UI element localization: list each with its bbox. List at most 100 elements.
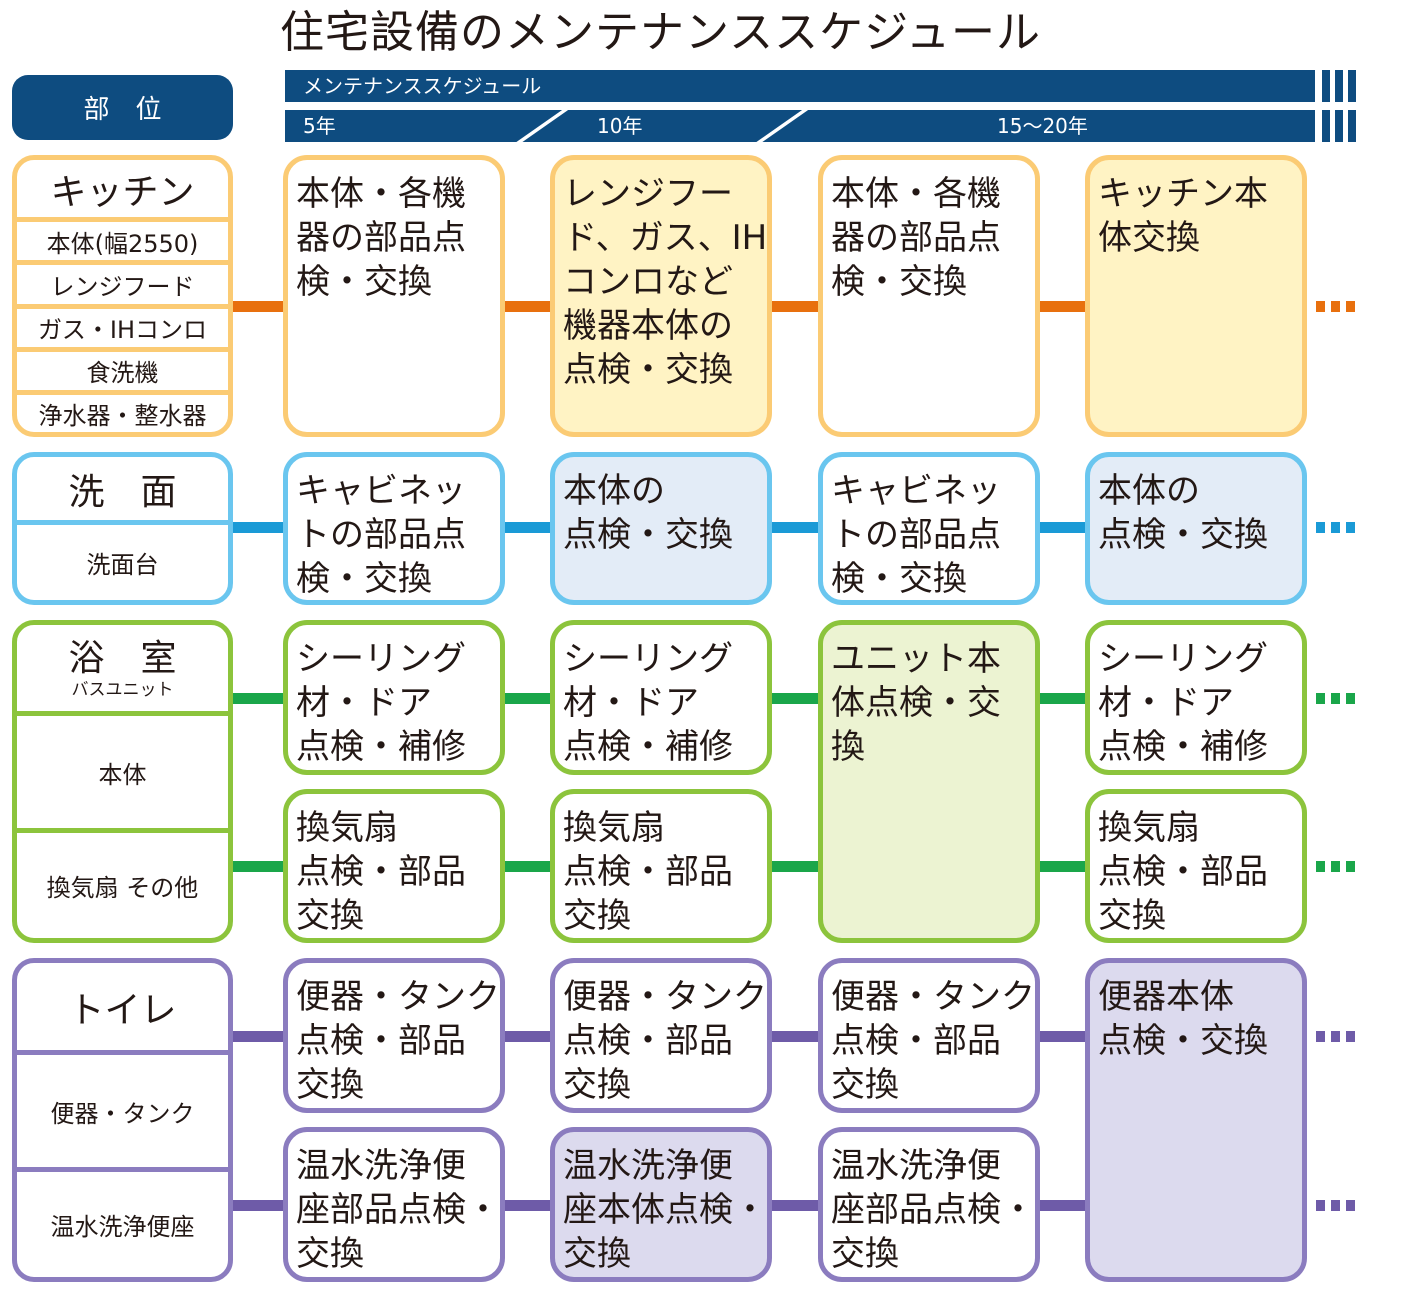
timeline-connector — [1040, 1200, 1085, 1211]
period-5: 5年 — [303, 114, 336, 138]
timeline-connector — [771, 861, 818, 872]
maintenance-task: 温水洗浄便 座本体点検・ 交換 — [550, 1127, 772, 1282]
period-15-20: 15〜20年 — [997, 114, 1088, 138]
continuation-dots — [1316, 1031, 1325, 1042]
component-item: 洗面台 — [17, 520, 228, 600]
maintenance-task: 温水洗浄便 座部品点検・ 交換 — [818, 1127, 1040, 1282]
timeline-connector — [233, 693, 283, 704]
continuation-dots — [1331, 861, 1340, 872]
timeline-connector — [1040, 693, 1085, 704]
maintenance-task: 換気扇 点検・部品 交換 — [283, 789, 505, 943]
component-item: 浄水器・整水器 — [17, 389, 228, 432]
maintenance-task: 本体の 点検・交換 — [1085, 452, 1307, 605]
component-item: 便器・タンク — [17, 1050, 228, 1167]
category-name: 浴 室 — [68, 638, 177, 679]
timeline-connector — [1040, 861, 1085, 872]
maintenance-task: キッチン本 体交換 — [1085, 155, 1307, 437]
component-item: 本体 — [17, 711, 228, 828]
maintenance-task: ユニット本 体点検・交 換 — [818, 620, 1040, 943]
maintenance-task: 便器本体 点検・交換 — [1085, 958, 1307, 1282]
maintenance-task: 本体の 点検・交換 — [550, 452, 772, 605]
component-item: 温水洗浄便座 — [17, 1167, 228, 1277]
continuation-dots — [1316, 301, 1325, 312]
part-header: 部 位 — [12, 75, 233, 140]
category-title: キッチン — [17, 160, 228, 217]
component-item: レンジフード — [17, 260, 228, 303]
continuation-stripe — [1348, 110, 1356, 142]
continuation-dots — [1316, 861, 1325, 872]
component-item: ガス・IHコンロ — [17, 303, 228, 347]
timeline-connector — [233, 522, 283, 533]
continuation-stripe — [1322, 70, 1330, 102]
continuation-dots — [1346, 861, 1355, 872]
maintenance-task: レンジフー ド、ガス、IH コンロなど 機器本体の 点検・交換 — [550, 155, 772, 437]
continuation-stripe — [1335, 70, 1343, 102]
timeline-connector — [771, 693, 818, 704]
continuation-dots — [1331, 1200, 1340, 1211]
maintenance-task: 便器・タンク 点検・部品 交換 — [550, 958, 772, 1113]
maintenance-task: 便器・タンク 点検・部品 交換 — [283, 958, 505, 1113]
maintenance-task: 便器・タンク 点検・部品 交換 — [818, 958, 1040, 1113]
maintenance-task: シーリング 材・ドア 点検・補修 — [283, 620, 505, 775]
timeline-connector — [504, 861, 550, 872]
timeline-connector — [504, 693, 550, 704]
category-name: トイレ — [68, 989, 177, 1031]
maintenance-task: 換気扇 点検・部品 交換 — [1085, 789, 1307, 943]
maintenance-task: キャビネッ トの部品点 検・交換 — [283, 452, 505, 605]
page-title: 住宅設備のメンテナンススケジュール — [280, 7, 1042, 58]
continuation-dots — [1346, 693, 1355, 704]
continuation-stripe — [1348, 70, 1356, 102]
category-name: 洗 面 — [68, 471, 177, 513]
continuation-dots — [1316, 693, 1325, 704]
schedule-bar: メンテナンススケジュール — [285, 70, 1315, 102]
component-item: 換気扇 その他 — [17, 828, 228, 938]
timeline-connector — [233, 1200, 283, 1211]
toilet-category: トイレ便器・タンク温水洗浄便座 — [12, 958, 233, 1282]
maintenance-task: シーリング 材・ドア 点検・補修 — [1085, 620, 1307, 775]
continuation-dots — [1346, 1031, 1355, 1042]
timeline-connector — [1040, 1031, 1085, 1042]
continuation-dots — [1316, 522, 1325, 533]
timeline-connector — [504, 1031, 550, 1042]
timeline-connector — [1040, 522, 1085, 533]
timeline-connector — [1040, 301, 1085, 312]
period-10: 10年 — [597, 114, 643, 138]
category-title: トイレ — [17, 963, 228, 1050]
continuation-dots — [1331, 522, 1340, 533]
schedule-label: メンテナンススケジュール — [303, 74, 542, 98]
continuation-dots — [1331, 693, 1340, 704]
continuation-dots — [1331, 301, 1340, 312]
continuation-dots — [1346, 1200, 1355, 1211]
maintenance-task: キャビネッ トの部品点 検・交換 — [818, 452, 1040, 605]
timeline-connector — [504, 301, 550, 312]
continuation-stripe — [1322, 110, 1330, 142]
continuation-dots — [1331, 1031, 1340, 1042]
timeline-connector — [233, 301, 283, 312]
category-subtitle: バスユニット — [71, 680, 174, 700]
timeline-connector — [771, 1200, 818, 1211]
category-name: キッチン — [50, 171, 195, 213]
maintenance-task: 温水洗浄便 座部品点検・ 交換 — [283, 1127, 505, 1282]
timeline-connector — [771, 522, 818, 533]
continuation-dots — [1346, 522, 1355, 533]
maintenance-task: 換気扇 点検・部品 交換 — [550, 789, 772, 943]
timeline-connector — [504, 522, 550, 533]
timeline-connector — [771, 301, 818, 312]
kitchen-category: キッチン本体(幅2550)レンジフードガス・IHコンロ食洗機浄水器・整水器 — [12, 155, 233, 437]
washroom-category: 洗 面洗面台 — [12, 452, 233, 605]
bathroom-category: 浴 室バスユニット本体換気扇 その他 — [12, 620, 233, 943]
maintenance-task: 本体・各機 器の部品点 検・交換 — [283, 155, 505, 437]
component-item: 本体(幅2550) — [17, 217, 228, 260]
continuation-stripe — [1335, 110, 1343, 142]
continuation-dots — [1346, 301, 1355, 312]
timeline-connector — [504, 1200, 550, 1211]
category-title: 浴 室バスユニット — [17, 625, 228, 711]
continuation-dots — [1316, 1200, 1325, 1211]
maintenance-task: 本体・各機 器の部品点 検・交換 — [818, 155, 1040, 437]
timeline-connector — [233, 861, 283, 872]
maintenance-task: シーリング 材・ドア 点検・補修 — [550, 620, 772, 775]
timeline-connector — [233, 1031, 283, 1042]
timeline-connector — [771, 1031, 818, 1042]
category-title: 洗 面 — [17, 457, 228, 520]
component-item: 食洗機 — [17, 346, 228, 390]
